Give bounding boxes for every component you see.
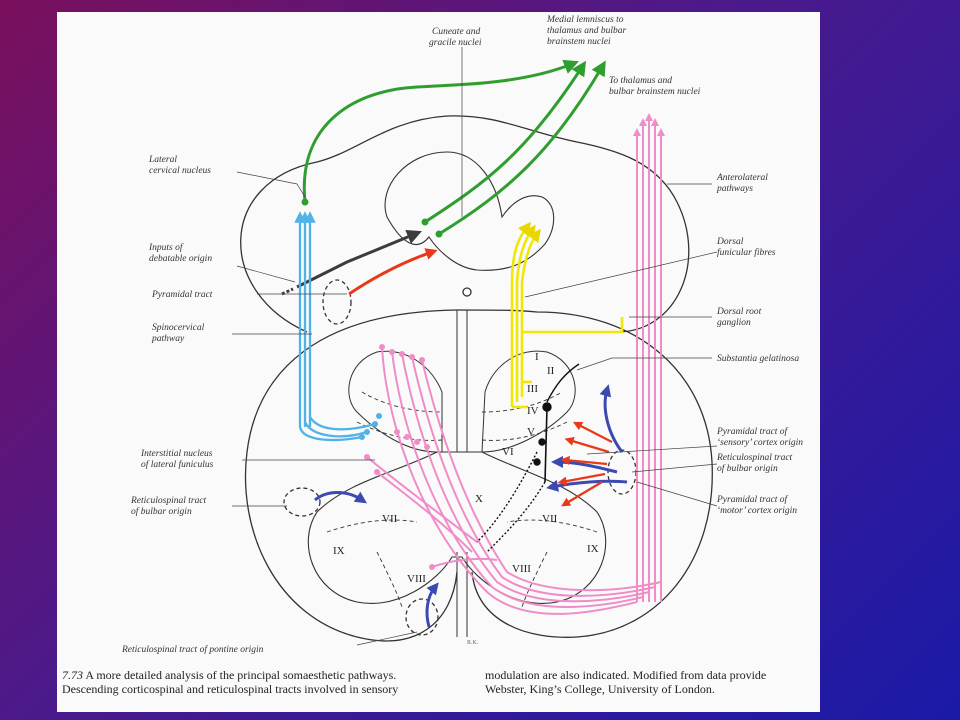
svg-text:Reticulospinal tract: Reticulospinal tract xyxy=(130,496,207,506)
spinal-cord-diagram: I II III IV V VI VII VII VIII VIII IX IX… xyxy=(121,15,803,655)
cuneate-gracile-label: Cuneate and gracile nuclei xyxy=(429,27,482,48)
inputs-debatable-label: Inputs of debatable origin xyxy=(148,242,212,264)
lamina-VII-right: VII xyxy=(542,513,558,525)
reticulospinal-bulbar-right-label: Reticulospinal tract of bulbar origin xyxy=(716,453,793,474)
pyramidal-tract-red xyxy=(348,248,438,296)
pyramidal-sensory-arrows xyxy=(557,421,613,507)
lamina-VIII-right: VIII xyxy=(512,563,531,575)
svg-text:Reticulospinal tract: Reticulospinal tract xyxy=(716,453,793,463)
svg-text:Dorsal: Dorsal xyxy=(716,237,744,247)
anterolateral-pathways xyxy=(364,113,665,615)
svg-text:To thalamus and: To thalamus and xyxy=(609,76,672,86)
svg-text:brainstem nuclei: brainstem nuclei xyxy=(547,37,611,47)
svg-text:ganglion: ganglion xyxy=(717,318,751,328)
caption-right-line2: Webster, King’s College, University of L… xyxy=(485,682,715,696)
svg-text:Medial lemniscus to: Medial lemniscus to xyxy=(546,15,624,25)
green-pathway xyxy=(301,59,606,238)
artist-signature: R.K. xyxy=(467,640,479,646)
svg-text:bulbar brainstem nuclei: bulbar brainstem nuclei xyxy=(609,87,701,97)
lamina-labels: I II III IV V VI VII VII VIII VIII IX IX… xyxy=(333,351,599,585)
figure-caption-left: 7.73 A more detailed analysis of the pri… xyxy=(62,668,398,696)
anterolateral-pathways-label: Anterolateral pathways xyxy=(716,173,768,194)
svg-text:Anterolateral: Anterolateral xyxy=(716,173,768,183)
lamina-II: II xyxy=(547,365,555,377)
lamina-I: I xyxy=(535,351,539,363)
svg-text:of lateral funiculus: of lateral funiculus xyxy=(141,459,214,470)
reticulospinal-pontine-label: Reticulospinal tract of pontine origin xyxy=(121,644,264,655)
spinocervical-pathway xyxy=(294,211,382,442)
dorsal-root-ganglion-label: Dorsal root ganglion xyxy=(716,307,762,328)
reticulospinal-bulbar-left-label: Reticulospinal tract of bulbar origin xyxy=(130,496,207,517)
svg-text:Pyramidal tract of: Pyramidal tract of xyxy=(716,494,789,505)
lamina-V: V xyxy=(527,426,535,438)
figure-frame: I II III IV V VI VII VII VIII VIII IX IX… xyxy=(57,12,820,712)
lamina-III: III xyxy=(527,383,538,395)
figure-caption-right: modulation are also indicated. Modified … xyxy=(485,668,820,696)
lamina-X: X xyxy=(475,493,483,505)
interstitial-nucleus-label: Interstitial nucleus of lateral funiculu… xyxy=(140,449,214,470)
svg-text:gracile nuclei: gracile nuclei xyxy=(429,38,482,48)
dorsal-funicular-label: Dorsal funicular fibres xyxy=(716,237,776,258)
svg-text:Interstitial nucleus: Interstitial nucleus xyxy=(140,449,213,459)
medial-lemniscus-label: Medial lemniscus to thalamus and bulbar … xyxy=(546,15,626,47)
lamina-IV: IV xyxy=(527,405,539,417)
svg-text:‘sensory’ cortex origin: ‘sensory’ cortex origin xyxy=(717,438,803,448)
svg-text:of bulbar origin: of bulbar origin xyxy=(131,506,192,517)
figure-number: 7.73 xyxy=(62,668,83,682)
lamina-VI: VI xyxy=(502,446,514,458)
svg-text:of bulbar origin: of bulbar origin xyxy=(717,463,778,474)
lamina-IX-left: IX xyxy=(333,545,345,557)
svg-text:Pyramidal tract of: Pyramidal tract of xyxy=(716,426,789,437)
debatable-input-pathway xyxy=(281,229,422,296)
lamina-VII-left: VII xyxy=(382,513,398,525)
upper-cord-outline xyxy=(240,115,690,333)
leader-lines xyxy=(232,47,718,646)
svg-text:funicular fibres: funicular fibres xyxy=(717,247,776,258)
lamina-VIII-left: VIII xyxy=(407,573,426,585)
svg-text:debatable origin: debatable origin xyxy=(149,254,212,264)
svg-text:pathway: pathway xyxy=(151,334,185,344)
caption-left-line2: Descending corticospinal and reticulospi… xyxy=(62,682,399,696)
svg-text:pathways: pathways xyxy=(716,184,753,194)
substantia-gelatinosa-label: Substantia gelatinosa xyxy=(717,354,799,364)
dorsal-funicular-fibres xyxy=(510,221,624,409)
pyramidal-sensory-label: Pyramidal tract of ‘sensory’ cortex orig… xyxy=(716,426,803,448)
svg-text:Inputs of: Inputs of xyxy=(148,242,184,253)
substantia-gelatinosa-neurons xyxy=(476,363,580,553)
to-thalamus-label: To thalamus and bulbar brainstem nuclei xyxy=(609,76,701,97)
svg-text:cervical nucleus: cervical nucleus xyxy=(149,166,211,176)
lamina-IX-right: IX xyxy=(587,543,599,555)
pyramidal-tract-label: Pyramidal tract xyxy=(151,290,213,300)
svg-text:Dorsal root: Dorsal root xyxy=(716,307,762,317)
caption-left-line1: A more detailed analysis of the principa… xyxy=(85,668,397,682)
svg-text:‘motor’ cortex origin: ‘motor’ cortex origin xyxy=(717,506,797,516)
svg-text:Cuneate and: Cuneate and xyxy=(432,27,481,37)
spinocervical-pathway-label: Spinocervical pathway xyxy=(151,323,205,344)
caption-right-line1: modulation are also indicated. Modified … xyxy=(485,668,767,682)
lateral-cervical-nucleus-label: Lateral cervical nucleus xyxy=(148,155,211,176)
svg-text:Lateral: Lateral xyxy=(148,155,177,165)
svg-text:Spinocervical: Spinocervical xyxy=(152,323,205,333)
pyramidal-motor-label: Pyramidal tract of ‘motor’ cortex origin xyxy=(716,494,797,516)
svg-text:thalamus and bulbar: thalamus and bulbar xyxy=(547,26,626,36)
